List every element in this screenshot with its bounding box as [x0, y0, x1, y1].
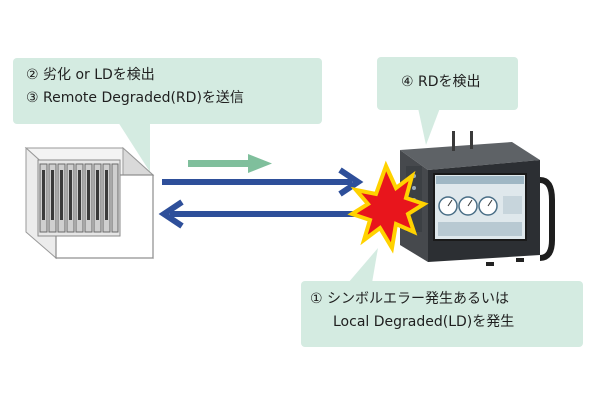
- callout-text-detect-degradation: ② 劣化 or LDを検出: [26, 67, 155, 83]
- callout-text-send-rd: ③ Remote Degraded(RD)を送信: [26, 90, 244, 106]
- signal-arrow: [188, 154, 272, 173]
- link-arrow-right: [162, 167, 364, 197]
- callout-text-symbol-error: ① シンボルエラー発生あるいは: [310, 291, 510, 307]
- callout-detect-and-send: ② 劣化 or LDを検出 ③ Remote Degraded(RD)を送信: [13, 58, 322, 124]
- callout-detect-rd: ④ RDを検出: [377, 57, 518, 110]
- callout-right-pointer: [418, 108, 440, 145]
- link-arrow-left: [158, 199, 360, 229]
- callout-text-local-degraded: Local Degraded(LD)を発生: [333, 314, 515, 330]
- error-burst-icon: [347, 160, 429, 254]
- network-rack-icon: [24, 146, 155, 260]
- callout-bottom-pointer: [348, 248, 378, 283]
- callout-error-generation: ① シンボルエラー発生あるいは Local Degraded(LD)を発生: [301, 281, 583, 347]
- callout-left-pointer: [118, 122, 150, 172]
- test-instrument-icon: [400, 131, 555, 266]
- callout-text-detect-rd: ④ RDを検出: [401, 74, 481, 90]
